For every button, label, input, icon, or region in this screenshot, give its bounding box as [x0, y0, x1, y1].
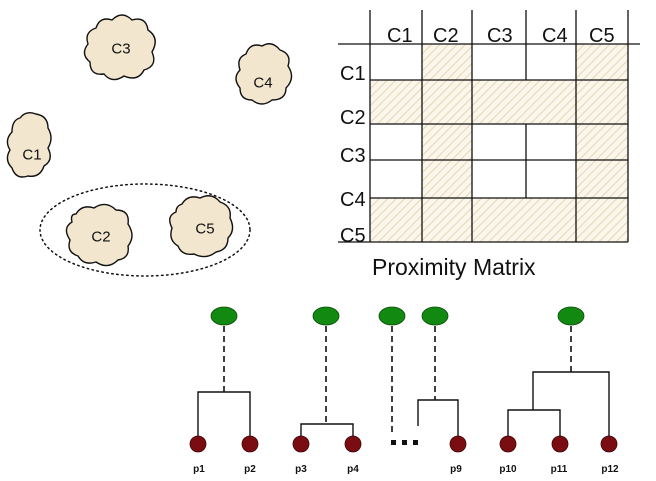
- hatch-row-c5-right: [472, 198, 576, 242]
- dendrogram-p1-p2: p1 p2: [189, 306, 259, 475]
- hatch-row-c5-left: [370, 198, 422, 242]
- cluster-c1: C1: [6, 111, 52, 178]
- matrix-row-header: C1: [340, 63, 366, 85]
- root-node: [421, 306, 449, 326]
- matrix-col-header: C3: [487, 25, 513, 47]
- point-label: p3: [295, 464, 307, 475]
- point-label: p1: [193, 464, 205, 475]
- root-node: [557, 306, 585, 326]
- leaf-node-p1: [189, 435, 207, 453]
- point-label: p11: [551, 464, 568, 475]
- matrix-col-header: C5: [589, 25, 615, 47]
- matrix-title: Proximity Matrix: [372, 254, 536, 280]
- proximity-matrix: C1 C2 C3 C4 C5 C1 C2 C3 C4 C5 Proximity …: [338, 10, 640, 280]
- matrix-col-header: C2: [433, 25, 459, 47]
- root-node: [210, 306, 238, 326]
- ellipsis-dot: [391, 440, 396, 445]
- matrix-col-header: C1: [387, 25, 413, 47]
- matrix-row-header: C4: [340, 189, 366, 211]
- leaf-node-p9: [449, 435, 467, 453]
- cluster-c5-label: C5: [195, 221, 214, 238]
- point-label: p2: [244, 464, 256, 475]
- point-label: p10: [499, 464, 517, 475]
- leaf-node-p3: [292, 435, 310, 453]
- cluster-c2-label: C2: [91, 229, 110, 246]
- leaf-node-p10: [499, 435, 517, 453]
- dendrogram-p9: p9: [417, 306, 467, 475]
- cluster-c4: C4: [235, 43, 293, 105]
- cluster-c4-label: C4: [253, 75, 272, 92]
- matrix-row-header: C2: [340, 107, 366, 129]
- hatch-col-c2: [422, 44, 472, 242]
- root-node: [312, 306, 340, 326]
- cluster-c5: C5: [169, 195, 234, 258]
- merge-ellipse: [39, 183, 251, 277]
- point-label: p12: [601, 464, 619, 475]
- matrix-col-header: C4: [542, 25, 568, 47]
- point-label: p9: [450, 464, 462, 475]
- cluster-c2: C2: [65, 203, 133, 267]
- leaf-node-p2: [241, 435, 259, 453]
- matrix-row-header: C5: [340, 225, 366, 247]
- dendrogram-p10-p12: p10 p11 p12: [499, 306, 619, 475]
- leaf-node-p12: [600, 435, 618, 453]
- point-label: p4: [347, 464, 359, 475]
- cluster-c3: C3: [83, 14, 156, 81]
- ellipsis-dot: [413, 440, 418, 445]
- leaf-node-p4: [344, 435, 362, 453]
- dendrogram-ellipsis: [378, 306, 418, 445]
- hatch-row-c2-left: [370, 80, 422, 124]
- hatch-col-c5: [576, 44, 628, 242]
- dendrogram-p3-p4: p3 p4: [292, 306, 362, 475]
- matrix-row-header: C3: [340, 145, 366, 167]
- hatch-row-c2-right: [472, 80, 576, 124]
- root-node: [378, 306, 406, 326]
- ellipsis-dot: [402, 440, 407, 445]
- leaf-node-p11: [551, 435, 569, 453]
- cluster-c3-label: C3: [111, 41, 130, 58]
- cluster-c1-label: C1: [22, 147, 41, 164]
